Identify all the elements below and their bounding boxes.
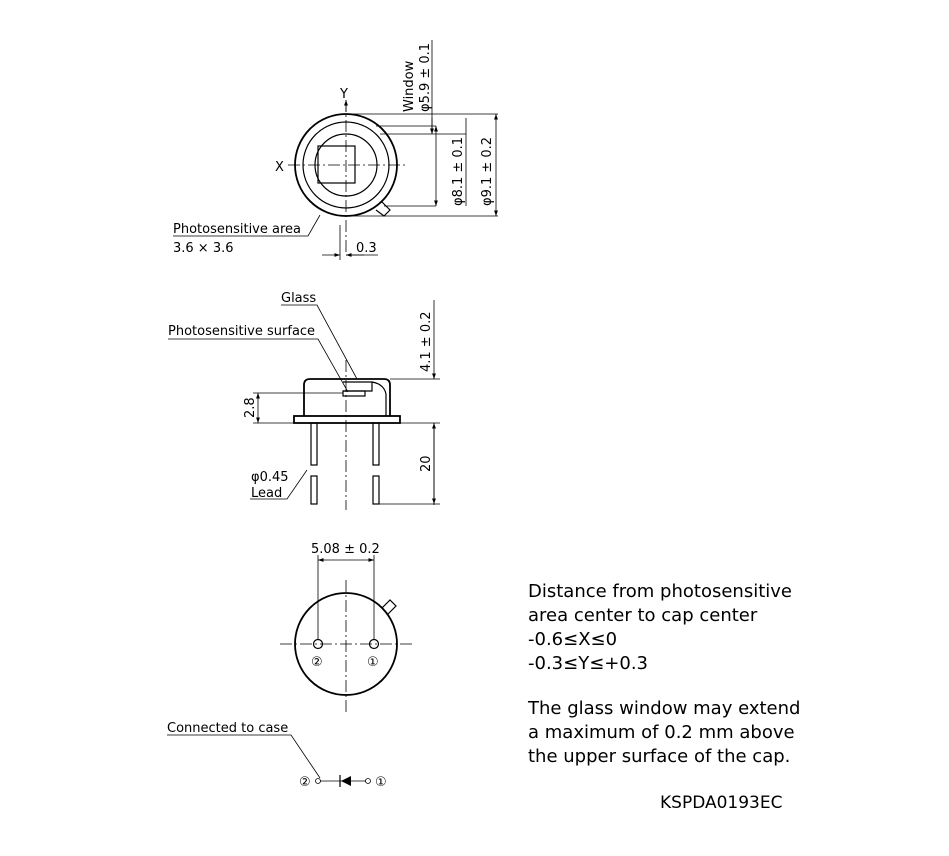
pin2-label: ② — [311, 655, 323, 670]
surface-label: Photosensitive surface — [168, 324, 315, 339]
schematic-terminal-left — [315, 778, 321, 784]
note-line-2: area center to cap center — [528, 605, 758, 626]
area-leader — [173, 214, 321, 237]
dim-91-value: φ9.1 ± 0.2 — [480, 137, 495, 206]
note-line-3: -0.6≤X≤0 — [528, 629, 617, 650]
dim-20-value: 20 — [419, 455, 434, 472]
lead-label: Lead — [251, 486, 282, 501]
lead-right-lower — [372, 475, 380, 505]
cap-body — [303, 378, 391, 416]
note-line-1: Distance from photosensitive — [528, 581, 792, 602]
dim-81-value: φ8.1 ± 0.1 — [451, 137, 466, 206]
bottom-index-tab — [381, 599, 397, 615]
window-label: Window — [402, 60, 417, 112]
notes: Distance from photosensitive area center… — [527, 581, 800, 813]
note-line-7: the upper surface of the cap. — [528, 746, 790, 767]
case-label: Connected to case — [167, 721, 288, 736]
schematic-pin1: ① — [375, 775, 387, 790]
glass-window — [343, 381, 373, 392]
pin2-hole — [312, 638, 324, 650]
photosensitive-area-square — [317, 145, 356, 184]
base-flange — [293, 415, 401, 424]
dim-41-value: 4.1 ± 0.2 — [419, 311, 434, 372]
diode-symbol — [341, 776, 351, 786]
glass-leader — [281, 304, 358, 380]
note-line-4: -0.3≤Y≤+0.3 — [528, 653, 648, 674]
lead-right-upper — [372, 422, 380, 466]
surface-leader — [168, 338, 349, 393]
lead-leader — [250, 469, 308, 500]
top-view: Y X Window φ5.9 ± 0.1 φ8.1 ± 0.1 φ9.1 ± … — [173, 40, 498, 260]
schematic-pin2: ② — [299, 775, 311, 790]
area-dim: 3.6 × 3.6 — [173, 241, 234, 256]
pin1-label: ① — [367, 655, 379, 670]
lead-left-lower — [310, 475, 318, 505]
tab-profile — [371, 381, 387, 416]
bottom-view: 5.08 ± 0.2 ② ① — [280, 542, 412, 712]
side-view: Glass Photosensitive surface 4.1 ± 0.2 2… — [168, 291, 440, 510]
note-line-5: The glass window may extend — [527, 698, 800, 719]
area-label: Photosensitive area — [173, 222, 301, 237]
lead-dia-value: φ0.45 — [251, 470, 289, 485]
glass-label: Glass — [281, 291, 316, 306]
dim-03-value: 0.3 — [356, 241, 377, 256]
lead-left-upper — [310, 422, 318, 466]
drawing-code: KSPDA0193EC — [660, 793, 783, 813]
case-leader — [167, 734, 321, 779]
schematic-terminal-right — [365, 778, 371, 784]
note-line-6: a maximum of 0.2 mm above — [528, 722, 795, 743]
y-axis-label: Y — [339, 87, 348, 102]
window-dim-value: φ5.9 ± 0.1 — [418, 43, 433, 112]
x-axis-label: X — [275, 160, 284, 175]
dim-28-value: 2.8 — [243, 397, 258, 418]
pin1-hole — [368, 638, 380, 650]
pitch-value: 5.08 ± 0.2 — [311, 542, 380, 557]
schematic: Connected to case ② ① — [167, 721, 387, 790]
